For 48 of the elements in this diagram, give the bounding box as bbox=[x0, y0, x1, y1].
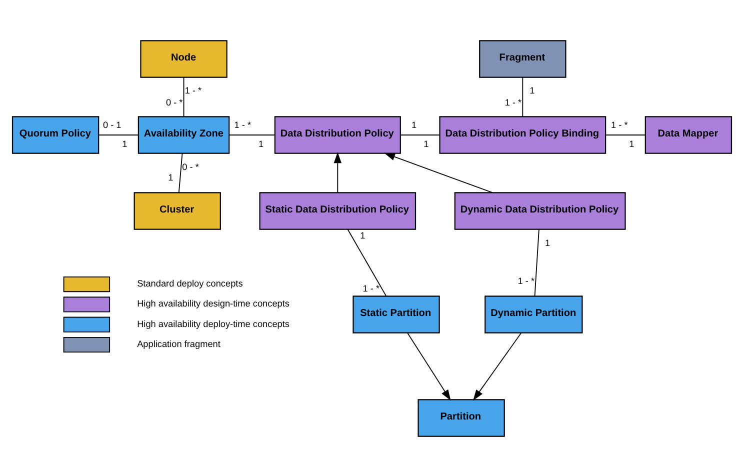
node-box: Static Partition bbox=[352, 295, 440, 333]
legend-label: High availability design-time concepts bbox=[137, 298, 290, 308]
label: 1 bbox=[545, 237, 550, 248]
node-box: Node bbox=[140, 40, 228, 78]
node-box: Dynamic Data Distribution Policy bbox=[454, 192, 626, 230]
label: 1 bbox=[530, 84, 535, 95]
label: 1 bbox=[122, 138, 128, 148]
legend-label: High availability deploy-time concepts bbox=[137, 318, 290, 328]
connector bbox=[183, 76, 184, 117]
node-box: Data Mapper bbox=[644, 116, 732, 154]
connector bbox=[98, 134, 139, 135]
label: 0 - 1 bbox=[102, 119, 122, 130]
node-box: Data Distribution Policy bbox=[274, 116, 401, 154]
label: 1 bbox=[424, 138, 429, 148]
arrow bbox=[473, 332, 522, 400]
node-box: Quorum Policy bbox=[12, 116, 100, 154]
node-box: Static Data Distribution Policy bbox=[259, 192, 416, 230]
label: 0 - * bbox=[182, 162, 199, 172]
legend-label: Standard deploy concepts bbox=[137, 278, 243, 288]
connector bbox=[347, 228, 387, 296]
connector bbox=[534, 228, 540, 296]
label: 1 bbox=[411, 119, 417, 130]
label: 1 - * bbox=[611, 119, 628, 130]
label: 1 - * bbox=[184, 84, 202, 95]
label: 1 - * bbox=[362, 282, 380, 293]
node-box: Cluster bbox=[134, 192, 221, 230]
label: 1 bbox=[258, 138, 264, 148]
node-box: Availability Zone bbox=[138, 116, 230, 154]
connector bbox=[228, 134, 275, 135]
connector bbox=[605, 134, 646, 135]
node-box: Fragment bbox=[479, 40, 566, 78]
label: 1 - * bbox=[518, 276, 535, 286]
label: 0 - * bbox=[166, 96, 183, 107]
node-box: Data Distribution Policy Binding bbox=[439, 116, 606, 154]
node-box: Dynamic Partition bbox=[484, 295, 583, 333]
label: 1 bbox=[360, 230, 366, 240]
node-box: Partition bbox=[418, 398, 505, 436]
connector bbox=[522, 76, 524, 117]
label: 1 - * bbox=[234, 119, 252, 130]
label: 1 - * bbox=[504, 96, 522, 107]
arrow bbox=[384, 152, 493, 193]
legend-label: Application fragment bbox=[137, 338, 220, 349]
label: 1 bbox=[168, 172, 174, 182]
connector bbox=[178, 152, 183, 193]
arrow bbox=[407, 332, 451, 400]
arrow bbox=[334, 152, 342, 193]
label: 1 bbox=[629, 138, 634, 148]
connector bbox=[400, 134, 440, 135]
